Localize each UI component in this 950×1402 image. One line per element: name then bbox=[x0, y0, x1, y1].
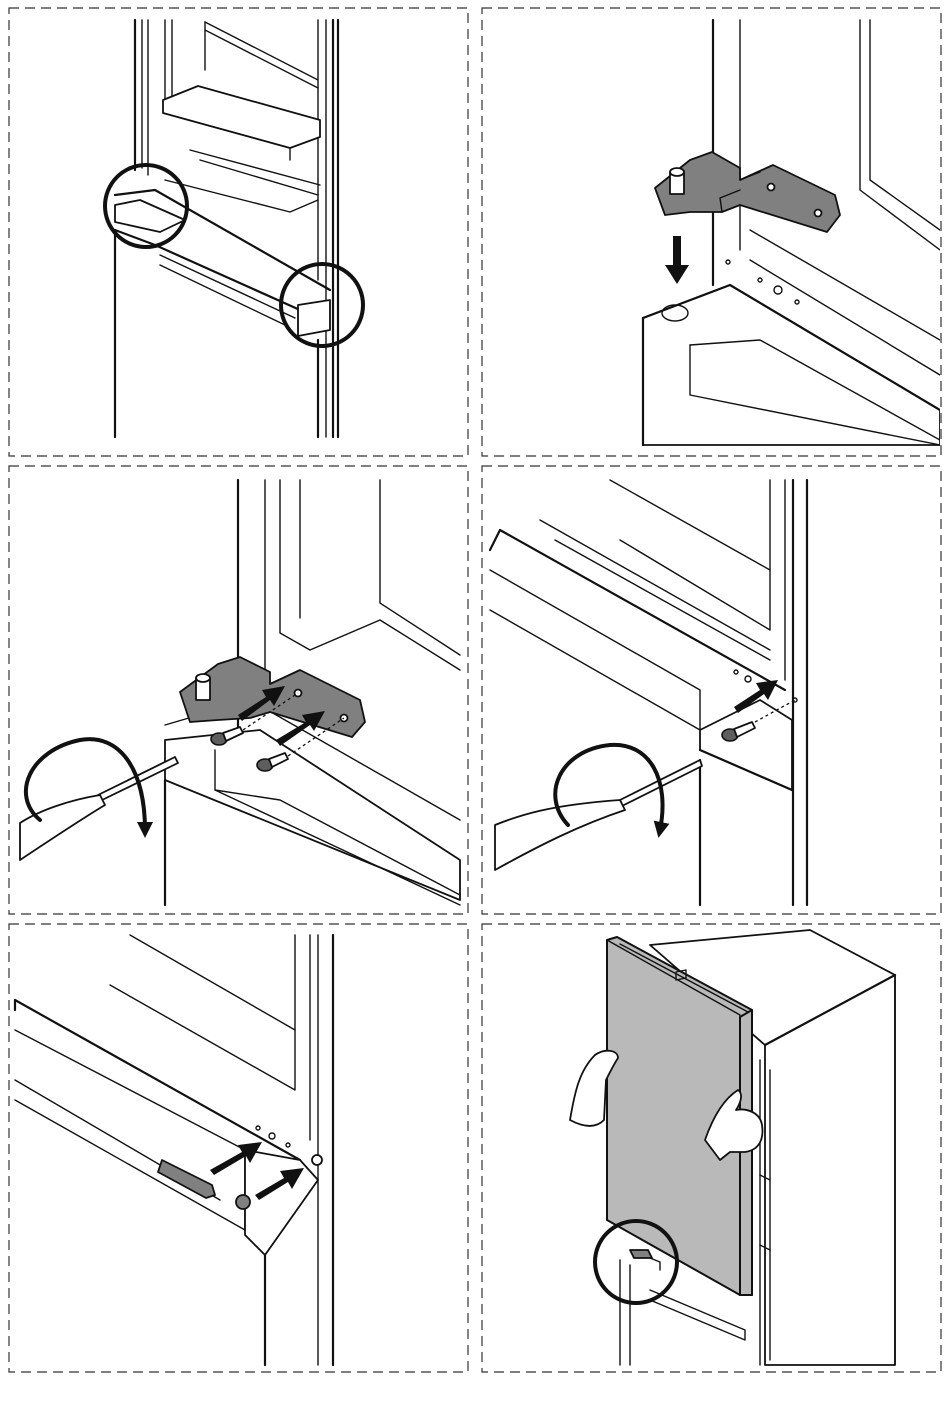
panel-3-hinge-screws bbox=[9, 466, 468, 914]
panel-5-cover-cap bbox=[9, 924, 468, 1372]
panel-2-hinge-placement bbox=[482, 8, 941, 456]
panel-4-body-screw bbox=[482, 466, 941, 914]
screwdriver-icon bbox=[20, 757, 178, 860]
panel-4-border bbox=[482, 466, 941, 914]
panel-1-door-bottom-hinge bbox=[9, 8, 468, 456]
panel-6-door-mount bbox=[482, 924, 941, 1372]
cover-cap-part bbox=[236, 1195, 250, 1209]
screwdriver-icon bbox=[495, 760, 702, 870]
panel-5-border bbox=[9, 924, 468, 1372]
panel-1-border bbox=[9, 8, 468, 456]
down-arrow-icon bbox=[665, 236, 689, 284]
hinge-part bbox=[655, 152, 840, 232]
cover-cap-part bbox=[158, 1160, 215, 1198]
